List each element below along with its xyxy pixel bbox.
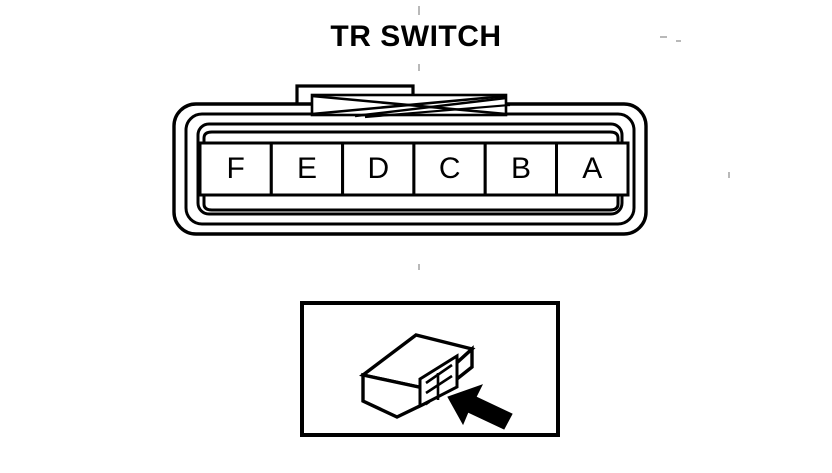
latch-cross-line-3 xyxy=(354,96,507,118)
scan-artifact xyxy=(418,264,420,270)
scan-artifact xyxy=(676,40,681,42)
scan-artifact xyxy=(418,6,420,15)
pointer-arrow-icon xyxy=(447,384,513,430)
terminal-cavity-e xyxy=(269,141,345,197)
latch-cross-line-2 xyxy=(311,94,507,116)
terminal-cavity-f xyxy=(198,141,273,197)
connector-location-illustration xyxy=(300,301,560,437)
page-title: TR SWITCH xyxy=(330,20,502,53)
terminal-cavity-b xyxy=(483,141,559,197)
latch-cross-line-4 xyxy=(364,103,511,119)
scan-artifact xyxy=(418,64,420,71)
terminal-row xyxy=(198,141,630,197)
connector-front-face xyxy=(361,372,430,419)
connector-front-view xyxy=(172,84,648,236)
scan-artifact xyxy=(728,172,730,178)
terminal-cavity-d xyxy=(341,141,416,197)
isometric-connector xyxy=(359,333,476,419)
scan-artifact xyxy=(660,36,667,38)
terminal-cavity-a xyxy=(555,141,630,197)
terminal-cavity-c xyxy=(412,141,487,197)
